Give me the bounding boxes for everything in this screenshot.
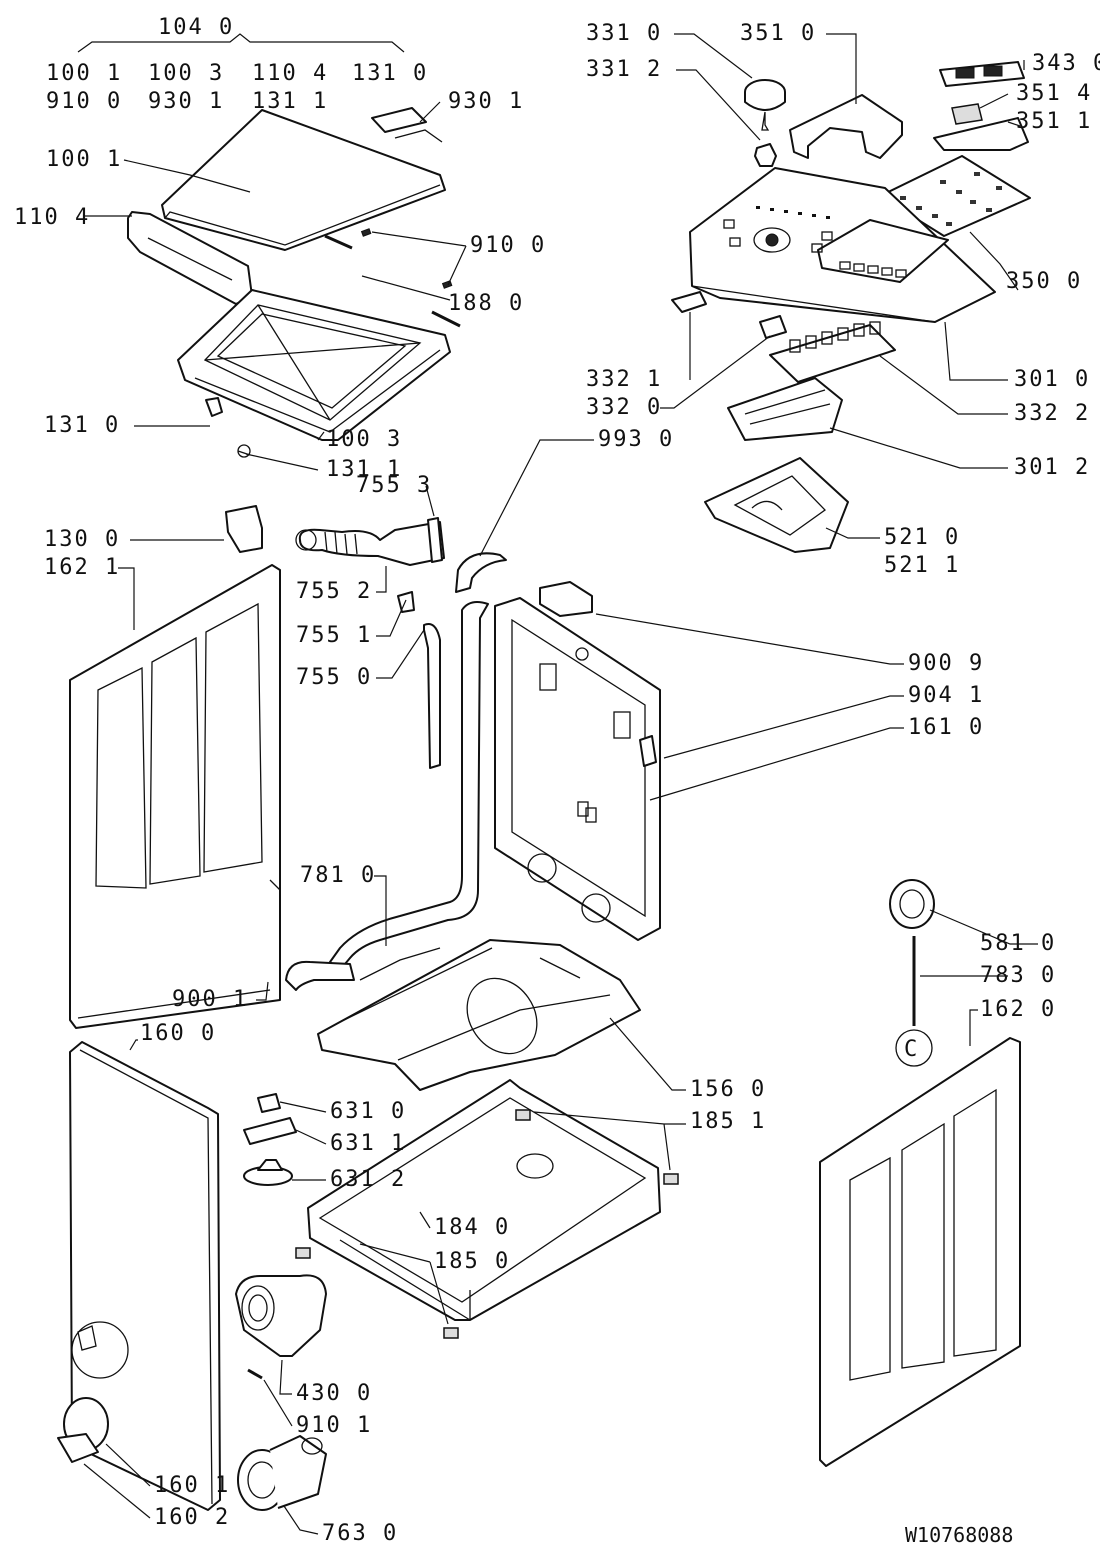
callout-label: 301 0 (1014, 367, 1090, 392)
callout-label: 930 1 (448, 89, 524, 114)
callout-label: 900 9 (908, 651, 984, 676)
callout-label: 160 2 (154, 1505, 230, 1530)
callout-label: 100 1 (46, 147, 122, 172)
callout-label: 343 0 (1032, 51, 1100, 76)
callout-label: 332 1 (586, 367, 662, 392)
callout-label: 430 0 (296, 1381, 372, 1406)
callout-label: 521 1 (884, 553, 960, 578)
group-label: 104 0 (158, 15, 234, 40)
side-panel-right (819, 1037, 1021, 1467)
rear-panel (494, 581, 661, 941)
group-member: 910 0 (46, 89, 122, 114)
callout-label: 993 0 (598, 427, 674, 452)
callout-label: 160 1 (154, 1473, 230, 1498)
callout-label: 755 2 (296, 579, 372, 604)
callout-label: 162 1 (44, 555, 120, 580)
counterweight: C (889, 879, 935, 1067)
callout-label: 763 0 (322, 1521, 398, 1546)
callout-label: 161 0 (908, 715, 984, 740)
drain-filter (237, 1435, 327, 1511)
callout-label: 631 0 (330, 1099, 406, 1124)
callout-label: 332 2 (1014, 401, 1090, 426)
callout-label: 110 4 (14, 205, 90, 230)
group-member: 930 1 (148, 89, 224, 114)
c-symbol: C (904, 1037, 919, 1062)
callout-label: 910 1 (296, 1413, 372, 1438)
service-door (57, 1397, 109, 1463)
callout-label: 131 1 (326, 457, 402, 482)
assembly-group-104-0: 104 0 100 1 100 3 110 4 131 0 910 0 930 … (46, 15, 428, 114)
callout-label: 156 0 (690, 1077, 766, 1102)
callout-label: 131 0 (44, 413, 120, 438)
callout-label: 781 0 (300, 863, 376, 888)
callout-label: 100 3 (326, 427, 402, 452)
side-panel-left (69, 564, 281, 1029)
callout-label: 162 0 (980, 997, 1056, 1022)
callout-label: 631 1 (330, 1131, 406, 1156)
lid-assembly (127, 107, 461, 458)
callout-label: 184 0 (434, 1215, 510, 1240)
callout-label: 900 1 (172, 987, 248, 1012)
callout-label: 755 1 (296, 623, 372, 648)
callout-label: 904 1 (908, 683, 984, 708)
group-member: 100 1 (46, 61, 122, 86)
callout-label: 185 0 (434, 1249, 510, 1274)
hoses-and-mid-parts (225, 505, 507, 991)
callout-label: 331 2 (586, 57, 662, 82)
callout-label: 521 0 (884, 525, 960, 550)
callout-label: 332 0 (586, 395, 662, 420)
callout-label: 351 0 (740, 21, 816, 46)
control-panel-assembly (671, 61, 1031, 553)
callout-label: 351 4 (1016, 81, 1092, 106)
callout-label: 581 0 (980, 931, 1056, 956)
group-member: 131 0 (352, 61, 428, 86)
callout-label: 755 3 (356, 473, 432, 498)
group-member: 100 3 (148, 61, 224, 86)
group-member: 110 4 (252, 61, 328, 86)
callout-label: 350 0 (1006, 269, 1082, 294)
callout-label: 910 0 (470, 233, 546, 258)
callout-label: 783 0 (980, 963, 1056, 988)
callout-label: 351 1 (1016, 109, 1092, 134)
callout-label: 755 0 (296, 665, 372, 690)
callout-label: 185 1 (690, 1109, 766, 1134)
drawing-number: W10768088 (905, 1523, 1013, 1547)
leader-lines (83, 33, 1038, 1535)
callout-label: 130 0 (44, 527, 120, 552)
callout-label: 331 0 (586, 21, 662, 46)
base-frame (235, 1079, 679, 1380)
callout-label: 160 0 (140, 1021, 216, 1046)
front-panel (69, 1041, 221, 1511)
base-tray (317, 939, 641, 1091)
callout-label: 301 2 (1014, 455, 1090, 480)
callout-labels: 930 1 100 1 110 4 910 0 188 0 131 0 100 … (14, 21, 1100, 1546)
callout-label: 188 0 (448, 291, 524, 316)
callout-label: 631 2 (330, 1167, 406, 1192)
